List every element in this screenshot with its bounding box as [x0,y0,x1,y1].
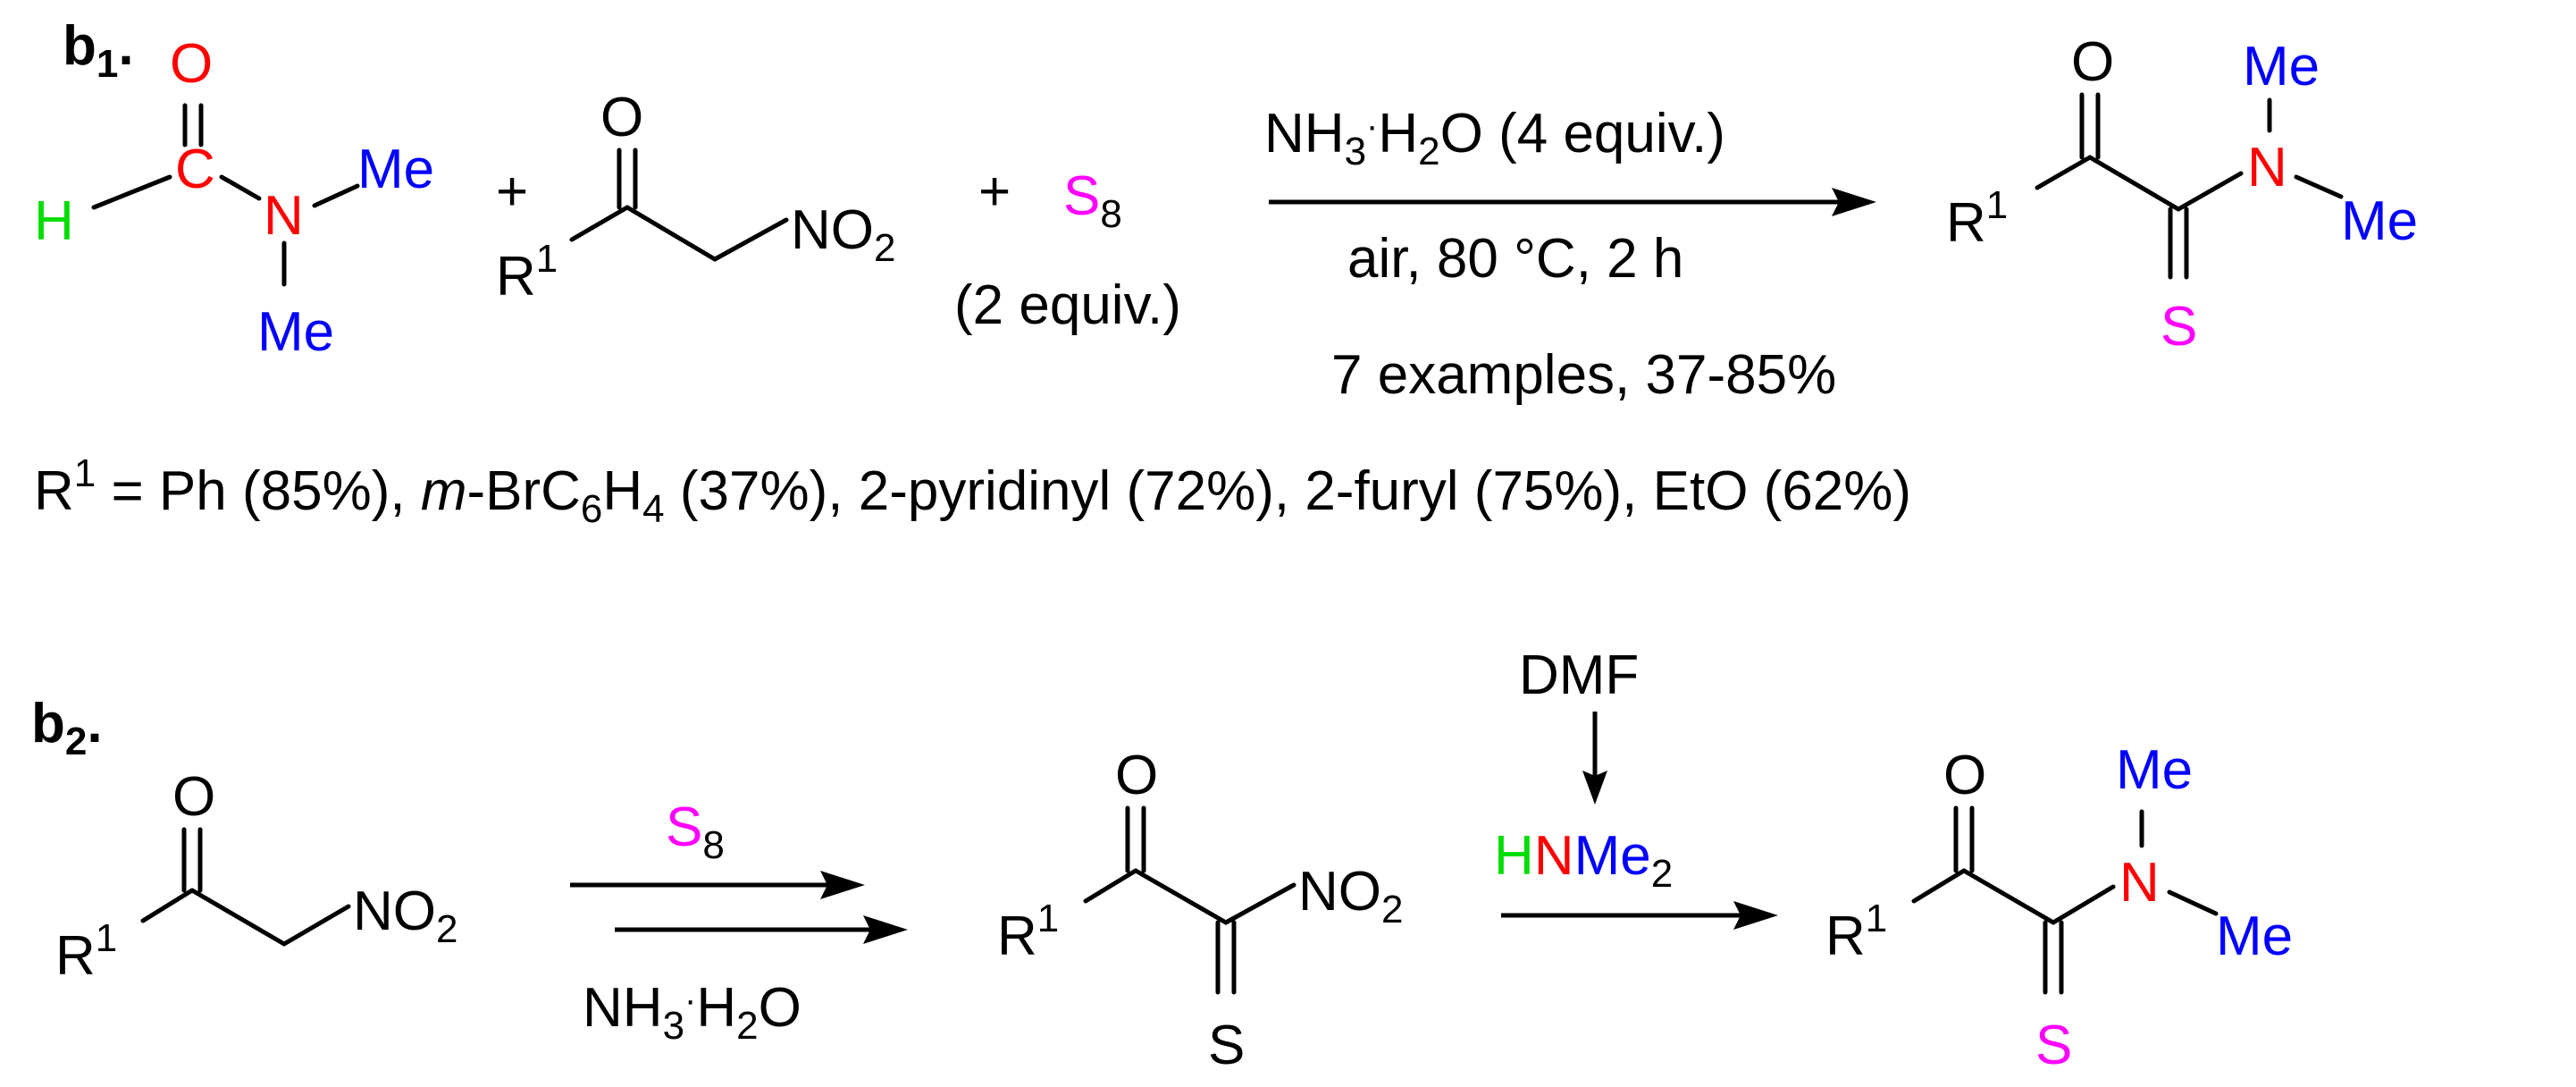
b2-nitro-group: NO2 [353,881,457,951]
product-r1: R1 [1946,183,2008,254]
product-nitrogen: N [2247,137,2287,198]
sulfur-equiv: (2 equiv.) [954,274,1181,336]
b2-reagent-bottom: NH3·H2O [583,977,801,1048]
nitroketone-b1: O R1 NO2 [496,87,895,308]
nitroketone-oxygen: O [600,87,643,148]
plus-sign-2: + [978,161,1011,223]
b2-product-methyl-1: Me [2116,739,2193,801]
sulfur-s8: S8 [1063,165,1122,236]
product-sulfur: S [2161,296,2197,358]
dmf-carbon: C [175,139,215,200]
b1-condition-top: NH3·H2O (4 equiv.) [1264,103,1725,173]
b2-product-sulfur: S [2035,1015,2072,1076]
dmf-label: DMF [1519,645,1639,706]
b2-nitroketone-oxygen: O [172,766,215,828]
b2-product-r1: R1 [1825,897,1887,967]
dmf-structure: O C H N Me Me [34,33,434,363]
b1-condition-bottom: air, 80 °C, 2 h [1347,228,1683,290]
nitro-group: NO2 [791,199,895,270]
dmf-hydrogen: H [34,190,74,252]
dmf-nitrogen: N [264,185,304,247]
panel-label-b2: b2. [31,693,103,763]
panel-label-b1: b1. [63,15,134,86]
dmf-oxygen: O [170,33,213,95]
b2-product-methyl-2: Me [2216,906,2293,967]
intermediate-r1: R1 [997,897,1059,967]
product-oxygen: O [2071,31,2114,93]
intermediate-sulfur: S [1208,1015,1245,1076]
thioxo-intermediate: O R1 S NO2 [997,745,1403,1076]
intermediate-nitro: NO2 [1298,861,1403,931]
b2-reagent-top: S8 [666,796,725,867]
b2-product-nitrogen: N [2119,852,2160,914]
dmf-methyl-2: Me [257,301,334,363]
b1-substituents: R1 = Ph (85%), m-BrC6H4 (37%), 2-pyridin… [34,451,1911,531]
product-methyl-1: Me [2243,36,2320,97]
b2-r1-group: R1 [55,916,117,987]
thioamide-product-b1: O R1 S N Me Me [1946,31,2418,358]
b2-product-oxygen: O [1943,745,1986,806]
product-methyl-2: Me [2341,190,2418,252]
thioamide-product-b2: O R1 S N Me Me [1825,739,2293,1076]
hnme2-label: HNMe2 [1494,825,1673,896]
b1-summary: 7 examples, 37-85% [1331,344,1836,406]
r1-group: R1 [496,237,558,308]
nitroketone-b2: O R1 NO2 [55,766,457,987]
intermediate-oxygen: O [1115,745,1158,806]
dmf-methyl-1: Me [357,139,434,200]
plus-sign-1: + [496,161,528,223]
